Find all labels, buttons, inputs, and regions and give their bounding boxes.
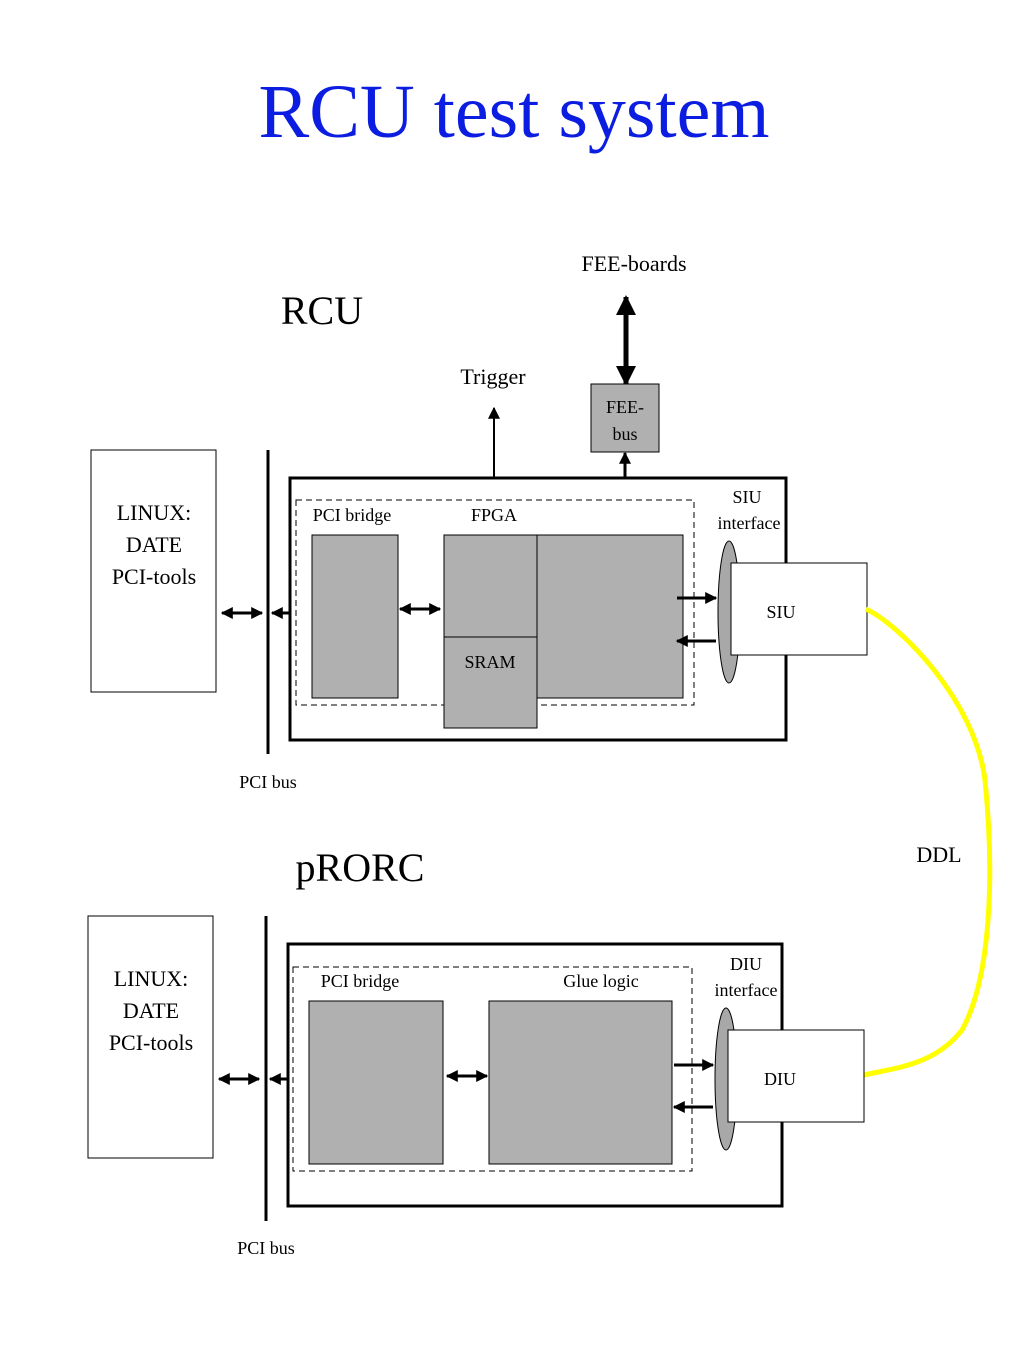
siu-interface-label-2: interface	[718, 513, 781, 533]
linux-label-bottom-1: LINUX:	[114, 966, 189, 991]
sram-label: SRAM	[464, 652, 515, 672]
fee-bus-block	[590, 383, 660, 453]
linux-label-top-2: DATE	[126, 532, 182, 557]
fpga-label: FPGA	[471, 505, 517, 525]
sram-block	[443, 636, 538, 729]
glue-logic-label: Glue logic	[563, 971, 638, 991]
prorc-logic-boundary	[292, 966, 693, 1172]
fee-boards-label: FEE-boards	[581, 251, 686, 276]
fpga-block-right	[536, 534, 684, 699]
siu-interface-label-1: SIU	[732, 487, 761, 507]
pci-bus-label-top: PCI bus	[239, 772, 297, 792]
ddl-label: DDL	[916, 842, 961, 867]
linux-label-top-1: LINUX:	[117, 500, 192, 525]
trigger-label: Trigger	[460, 364, 526, 389]
fpga-block-left	[443, 534, 538, 638]
linux-label-top-3: PCI-tools	[112, 564, 196, 589]
ddl-cable	[863, 606, 993, 1078]
pci-bridge-block-bottom	[308, 1000, 444, 1165]
diu-interface-label-1: DIU	[730, 954, 762, 974]
fee-bus-label-1: FEE-	[606, 397, 644, 417]
diu-interface-label-2: interface	[715, 980, 778, 1000]
prorc-heading: pRORC	[296, 845, 425, 890]
linux-label-bottom-3: PCI-tools	[109, 1030, 193, 1055]
pci-bridge-label-bottom: PCI bridge	[321, 971, 400, 991]
linux-host-box-top	[90, 449, 217, 693]
diu-label: DIU	[764, 1069, 796, 1089]
glue-logic-block	[488, 1000, 673, 1165]
page-title: RCU test system	[259, 70, 770, 154]
pci-bridge-label-top: PCI bridge	[313, 505, 392, 525]
fee-bus-label-2: bus	[612, 424, 637, 444]
linux-host-box-bottom	[87, 915, 214, 1159]
pci-bridge-block-top	[311, 534, 399, 699]
linux-label-bottom-2: DATE	[123, 998, 179, 1023]
rcu-heading: RCU	[281, 288, 363, 333]
pci-bus-label-bottom: PCI bus	[237, 1238, 295, 1258]
siu-box	[730, 562, 868, 656]
siu-label: SIU	[766, 602, 795, 622]
diu-box	[727, 1029, 865, 1123]
